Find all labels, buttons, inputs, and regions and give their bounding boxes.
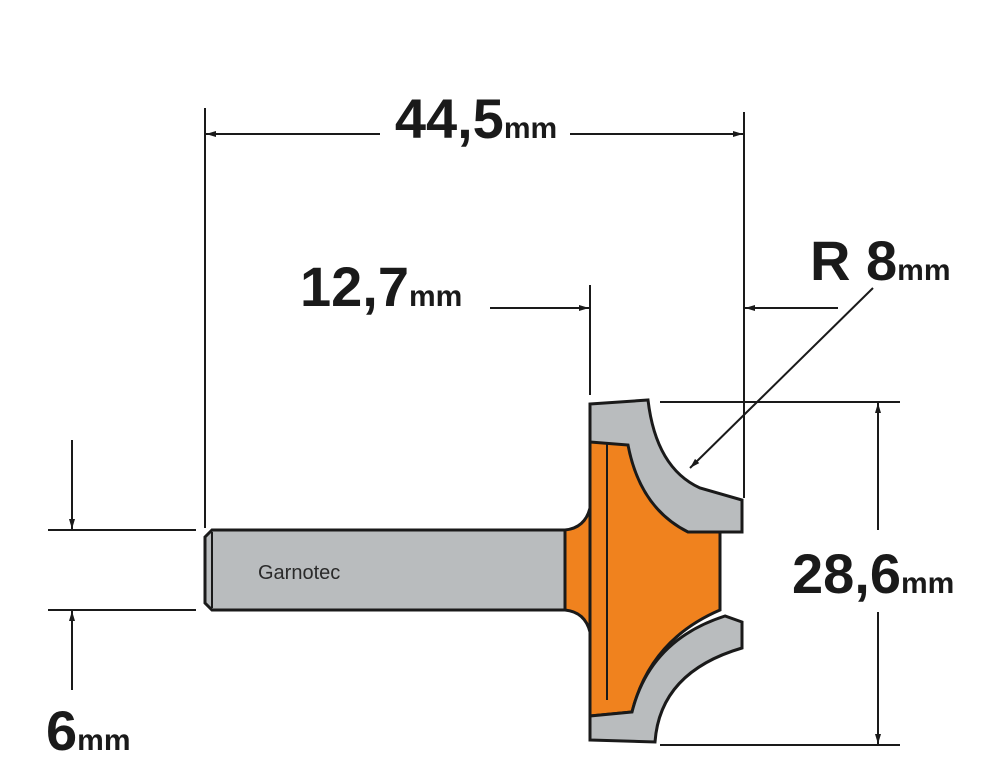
upper-carbide-blade bbox=[588, 398, 744, 534]
cutting-height-label: 28,6mm bbox=[792, 542, 954, 605]
shank-diameter-label: 6mm bbox=[46, 699, 131, 760]
dimension-overall-length: 44,5mm bbox=[204, 87, 745, 528]
radius-label: R 8mm bbox=[810, 229, 951, 292]
bearing-offset-label: 12,7mm bbox=[300, 255, 462, 318]
overall-length-label: 44,5mm bbox=[395, 87, 557, 150]
brand-label: Garnotec bbox=[258, 562, 340, 584]
neck-fillet bbox=[563, 507, 592, 633]
dimension-radius: R 8mm bbox=[689, 229, 951, 469]
router-bit: Garnotec bbox=[203, 398, 744, 744]
dimension-cutting-height: 28,6mm bbox=[660, 401, 954, 746]
lower-carbide-blade bbox=[588, 614, 744, 744]
dimension-shank-diameter: 6mm bbox=[46, 440, 196, 762]
dimension-bearing-offset: 12,7mm bbox=[300, 255, 591, 395]
